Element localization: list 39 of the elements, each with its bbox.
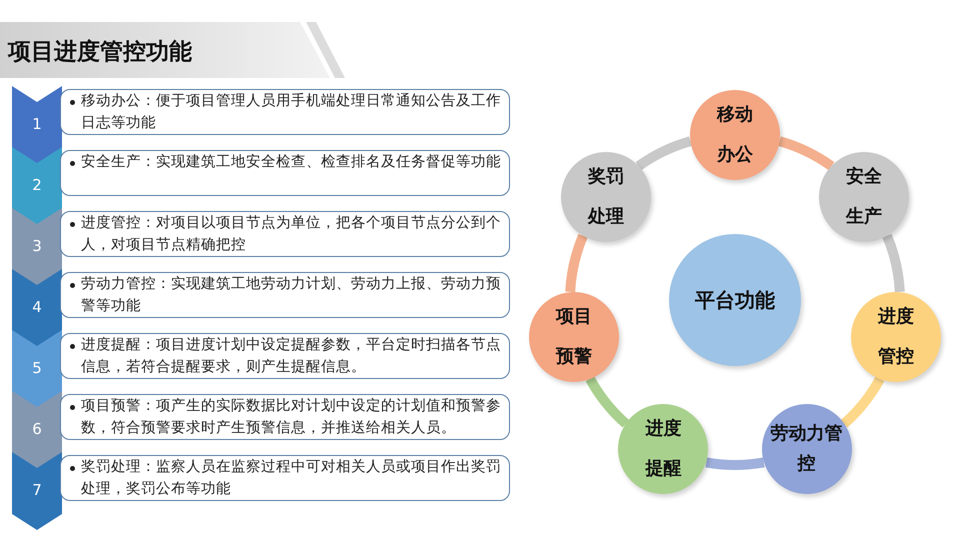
function-label: 劳动力管控 [770, 422, 843, 476]
ring-arc [778, 136, 834, 170]
step-marker: 2 [12, 147, 62, 225]
function-label: 奖罚处理 [586, 165, 625, 230]
ring-arc [840, 376, 884, 428]
description-box [60, 150, 510, 196]
step-marker: 3 [12, 208, 62, 286]
function-label: 进度提醒 [644, 416, 682, 481]
title: 项目进度管控功能 [8, 38, 192, 67]
description-box [60, 394, 510, 440]
ring-arc [882, 234, 905, 292]
ring-arc [586, 376, 630, 428]
function-label: 项目预警 [555, 304, 594, 369]
description-text: 奖罚处理：监察人员在监察过程中可对相关人员或项目作出奖罚处理，奖罚公布等功能 [81, 458, 501, 499]
step-marker: 7 [12, 452, 62, 530]
ring-arc [636, 136, 692, 170]
ring-arc [565, 234, 588, 292]
step-marker: 1 [12, 86, 62, 164]
description-box [60, 89, 510, 135]
description-box [60, 333, 510, 379]
function-circle [618, 404, 708, 494]
description-box [60, 455, 510, 501]
function-circle [819, 152, 909, 242]
function-label: 安全生产 [845, 165, 883, 230]
function-label: 平台功能 [694, 287, 776, 313]
step-marker: 4 [12, 269, 62, 347]
description-text: 进度提醒：项目进度计划中设定提醒参数，平台定时扫描各节点信息，若符合提醒要求，则产生提醒信息。 [81, 336, 501, 377]
description-text: 安全生产：实现建筑工地安全检查、检查排名及任务督促等功能 [81, 152, 501, 172]
ring-arc [706, 458, 764, 470]
step-marker: 5 [12, 330, 62, 408]
description-box [60, 272, 510, 318]
description-text: 移动办公：便于项目管理人员用手机端处理日常通知公告及工作日志等功能 [81, 92, 501, 133]
description-box [60, 211, 510, 257]
description-text: 劳动力管控：实现建筑工地劳动力计划、劳动力上报、劳动力预警等功能 [81, 274, 501, 316]
description-text: 项目预警：项产生的实际数据比对计划中设定的计划值和预警参数，符合预警要求时产生预警信息，并推送给相关人员。 [81, 396, 501, 438]
function-label: 进度管控 [876, 304, 915, 369]
description-text: 进度管控：对项目以项目节点为单位，把各个项目节点分公到个人，对项目节点精确把控 [81, 214, 501, 255]
step-marker: 6 [12, 391, 62, 469]
function-label: 移动办公 [716, 103, 754, 167]
